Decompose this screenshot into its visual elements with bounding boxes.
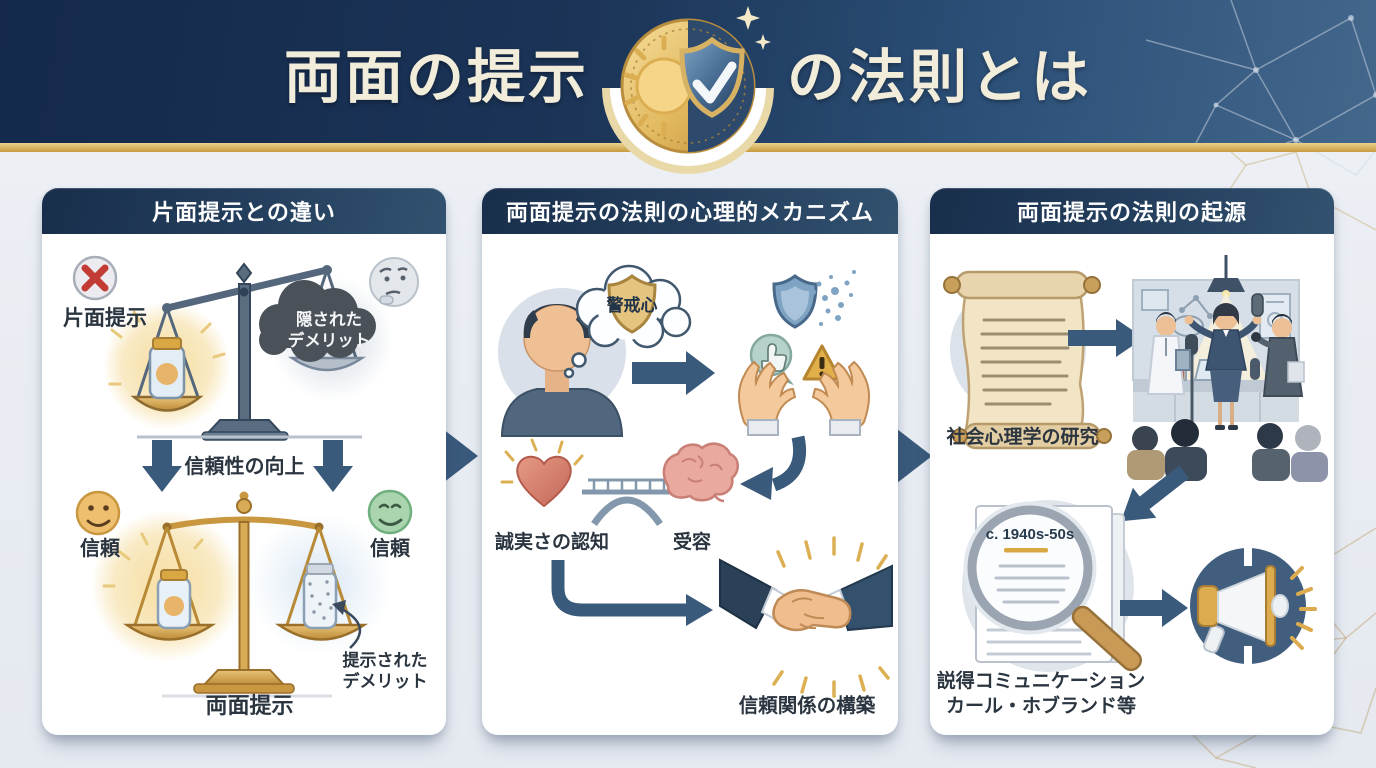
audience xyxy=(1127,419,1328,482)
shield-check-icon xyxy=(679,36,745,118)
panel2-body: 警戒心 誠実さの認知 受容 信頼関係の構築 xyxy=(482,234,898,735)
curve-arrow-down-icon xyxy=(740,435,807,500)
title-right: の法則とは xyxy=(787,44,1093,110)
panel-flow-chevron-1 xyxy=(443,429,478,483)
panel2-header: 両面提示の法則の心理的メカニズム xyxy=(482,188,898,234)
curve-arrow-right-icon xyxy=(551,560,713,626)
trust-left-label: 信頼 xyxy=(80,538,120,560)
wariness-shield-icon xyxy=(607,274,657,334)
dissolving-shield-icon xyxy=(772,270,856,329)
panel-flow-chevron-2 xyxy=(897,429,932,483)
one-sided-label: 片面提示 xyxy=(63,307,147,330)
acceptance-label: 受容 xyxy=(672,532,711,553)
era-label: c. 1940s-50s xyxy=(985,526,1075,543)
title-left: 両面の提示 xyxy=(283,44,589,110)
down-arrow-icon xyxy=(142,440,353,492)
pointer-curve xyxy=(339,606,362,649)
lecture-scene-icon xyxy=(1127,255,1328,482)
scientist-man xyxy=(1146,312,1191,395)
relieved-face-icon xyxy=(367,489,413,535)
scroll-icon xyxy=(943,270,1112,450)
social-psych-label: 社会心理学の研究 xyxy=(946,427,1099,448)
presented-demerit-label: 提示された デメリット xyxy=(342,651,428,692)
panel-psychological-mechanism: 両面提示の法則の心理的メカニズム xyxy=(482,188,898,735)
panel-one-sided-difference: 片面提示との違い xyxy=(42,188,446,735)
right-arrow-icon xyxy=(632,351,715,395)
dark-cloud-icon xyxy=(259,280,376,362)
magnifier-document-icon xyxy=(962,500,1142,672)
thinking-face-icon xyxy=(369,257,419,307)
panel-origin: 両面提示の法則の起源 xyxy=(930,188,1334,735)
presenter-woman xyxy=(1184,293,1264,430)
hidden-demerit-label: 隠された デメリット xyxy=(287,311,371,350)
panel1-header: 片面提示との違い xyxy=(42,188,446,234)
panel3-body: 社会心理学の研究 c. 1940s-50s 説得コミュニケーション カール・ホブ… xyxy=(930,234,1334,735)
bridge-icon xyxy=(582,478,672,527)
cross-mark-icon xyxy=(72,255,118,301)
sincerity-label: 誠実さの認知 xyxy=(494,532,609,553)
credibility-label: 信頼性の向上 xyxy=(184,456,305,478)
wariness-label: 警戒心 xyxy=(606,296,658,315)
sparkle-icon xyxy=(736,6,771,50)
balanced-scale-icon xyxy=(91,491,392,698)
title-row: 両面の提示 の法則とは xyxy=(0,0,1376,143)
handshake-icon xyxy=(719,536,893,698)
right-arrow-icon xyxy=(1068,319,1144,357)
down-left-arrow-icon xyxy=(1120,465,1189,522)
smiley-face-icon xyxy=(75,490,121,536)
trust-building-label: 信頼関係の構築 xyxy=(738,695,876,717)
megaphone-badge-icon xyxy=(1190,544,1317,668)
brain-icon xyxy=(662,442,739,503)
panel1-body: 片面提示 隠された デメリット 信頼性の向上 信頼 信頼 提示された デメリット… xyxy=(42,234,446,735)
era-underline xyxy=(1004,548,1048,553)
trust-right-label: 信頼 xyxy=(370,538,410,560)
persuasive-label: 説得コミュニケーション xyxy=(936,671,1146,692)
sun-shield-medal-icon xyxy=(600,2,776,188)
heart-icon xyxy=(500,438,584,508)
two-sided-label: 両面提示 xyxy=(205,693,294,718)
reporter-man xyxy=(1251,314,1305,397)
panel3-header: 両面提示の法則の起源 xyxy=(930,188,1334,234)
hovland-label: カール・ホブランド等 xyxy=(945,696,1136,717)
right-arrow-icon xyxy=(1120,589,1188,627)
open-hands-icon xyxy=(738,360,870,436)
sun-icon xyxy=(623,35,667,137)
